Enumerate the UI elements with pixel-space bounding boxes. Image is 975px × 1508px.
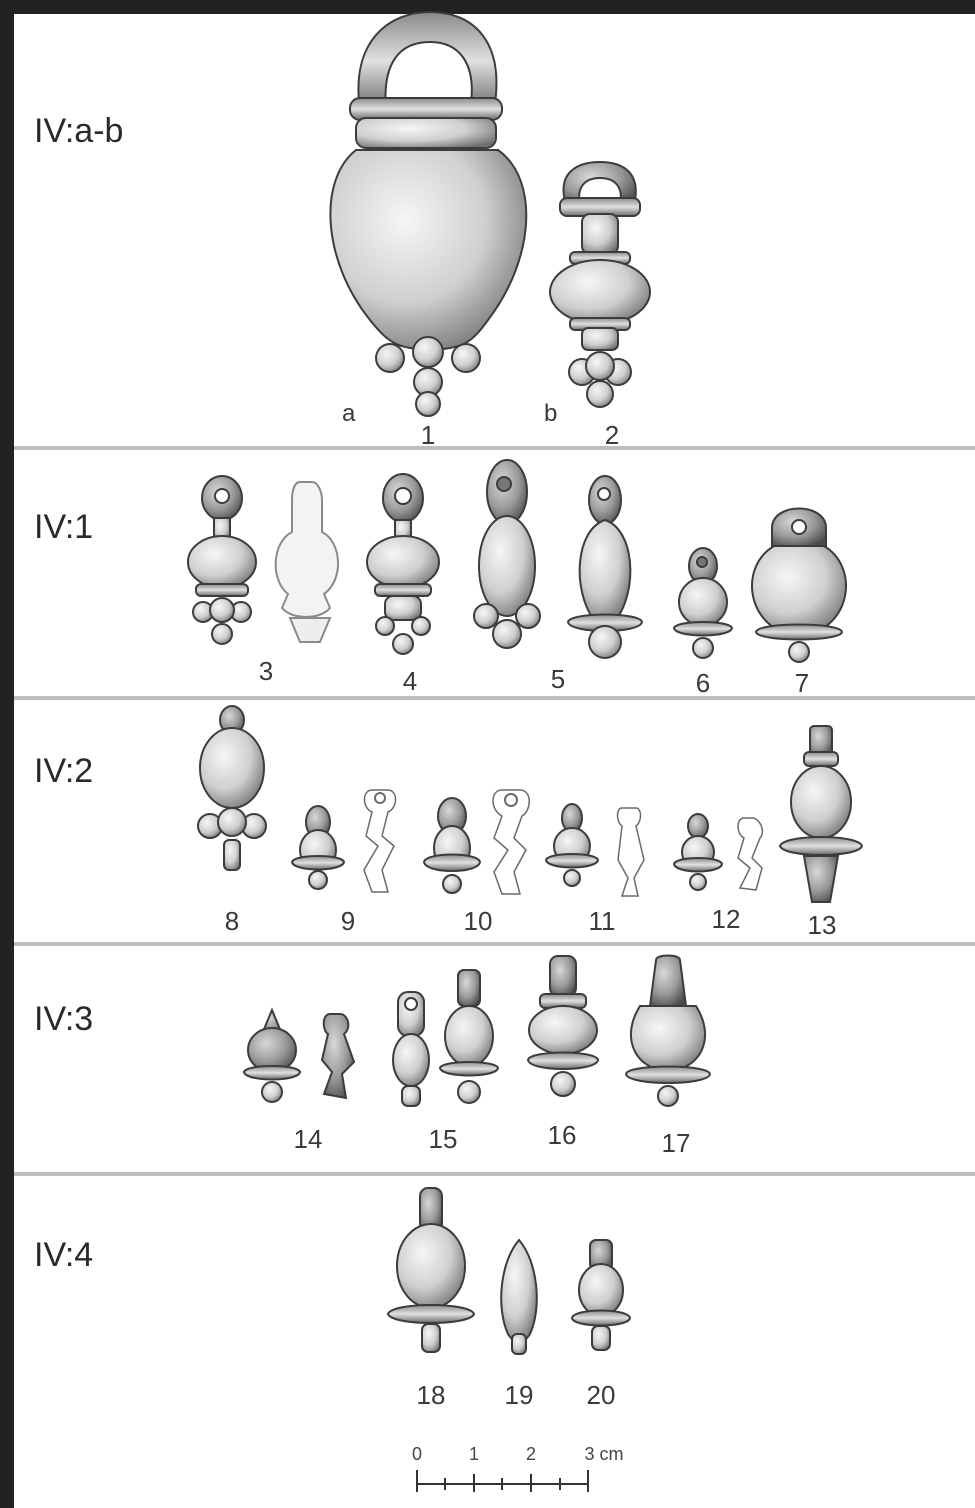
figure-number-5: 5 [550,664,566,694]
row-label-iv-ab: IV:a-b [34,112,124,150]
scale-bar [416,1470,589,1492]
figure-number-16: 16 [547,1120,577,1150]
figure-number-11: 11 [588,906,616,936]
pendant-figure-1 [329,10,528,417]
pendant-figure-7 [751,507,847,663]
figure-number-7: 7 [794,668,810,698]
scale-label-0: 0 [411,1444,423,1464]
pendant-figure-18 [386,1187,476,1353]
row-label-iv-2: IV:2 [34,752,94,790]
pendant-figure-8 [197,705,267,871]
pendant-figure-15 [392,969,500,1107]
pendant-figure-17 [624,954,712,1107]
figure-number-4: 4 [402,666,418,696]
frame-top-border [0,0,975,14]
figure-letter-a: a [342,400,356,427]
row-label-iv-1: IV:1 [34,508,94,546]
figure-number-3: 3 [258,656,274,686]
pendant-figure-12 [672,813,764,891]
scale-label-3: 3 cm [584,1444,624,1464]
pendant-figure-2 [549,160,651,408]
figure-number-17: 17 [661,1128,691,1158]
scale-label-2: 2 [525,1444,537,1464]
figure-number-20: 20 [586,1380,616,1410]
pendant-figure-5 [473,459,644,659]
pendant-figure-4 [366,473,440,655]
figure-number-13: 13 [807,910,837,940]
row-divider [14,446,975,450]
figure-letter-b: b [544,400,558,427]
row-divider [14,696,975,700]
pendant-figure-14 [242,1007,356,1103]
row-label-iv-3: IV:3 [34,1000,94,1038]
row-divider [14,942,975,946]
pendant-figure-9 [290,789,397,893]
figure-number-10: 10 [463,906,493,936]
row-divider [14,1172,975,1176]
pendant-figure-10 [422,789,530,895]
figure-number-12: 12 [711,904,741,934]
pendant-figure-3 [187,475,339,645]
figure-number-2: 2 [604,420,620,450]
figure-number-6: 6 [695,668,711,698]
pendant-figure-6 [672,547,734,659]
figure-number-14: 14 [293,1124,323,1154]
pendant-figure-11 [544,803,645,897]
pendant-figure-16 [526,955,600,1097]
frame-left-border [0,0,14,1508]
pendant-figure-19 [500,1238,538,1355]
row-label-iv-4: IV:4 [34,1236,94,1274]
pendant-figure-13 [778,725,864,903]
figure-number-8: 8 [224,906,240,936]
figure-number-15: 15 [428,1124,458,1154]
figure-number-1: 1 [420,420,436,450]
pendant-figure-20 [570,1239,632,1351]
figure-number-18: 18 [416,1380,446,1410]
figure-number-19: 19 [504,1380,534,1410]
scale-label-1: 1 [468,1444,480,1464]
figure-number-9: 9 [340,906,356,936]
